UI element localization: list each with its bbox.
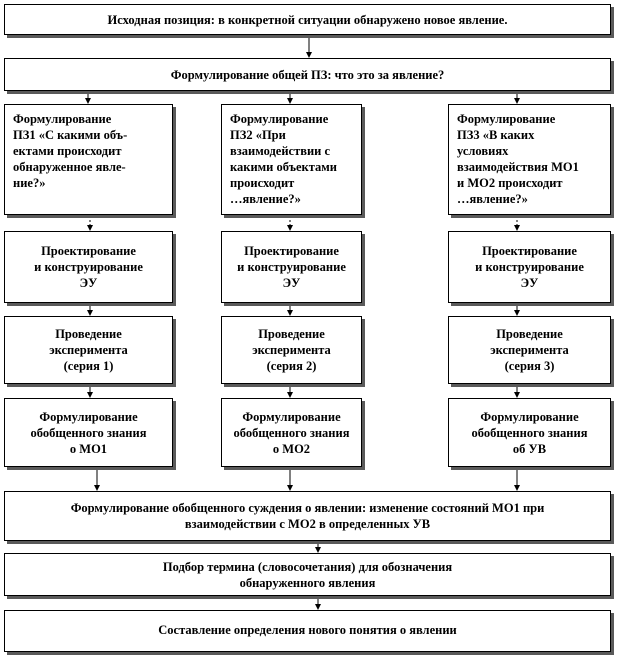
- question-box-2: Формулирование ПЗ2 «При взаимодействии с…: [221, 104, 362, 215]
- knowledge-text-2: Формулирование обобщенного знания о МО2: [233, 409, 350, 456]
- generalized-judgment-box: Формулирование обобщенного суждения о яв…: [4, 491, 611, 541]
- general-question-box: Формулирование общей ПЗ: что это за явле…: [4, 58, 611, 91]
- experiment-text-2: Проведение эксперимента (серия 2): [252, 327, 331, 373]
- knowledge-text-1: Формулирование обобщенного знания о МО1: [30, 409, 147, 456]
- experiment-text-1: Проведение эксперимента (серия 1): [49, 327, 128, 373]
- design-box-1: Проектирование и конструирование ЭУ: [4, 231, 173, 303]
- experiment-box-1: Проведение эксперимента (серия 1): [4, 316, 173, 384]
- general-question-text: Формулирование общей ПЗ: что это за явле…: [170, 67, 445, 82]
- term-selection-text: Подбор термина (словосочетания) для обоз…: [162, 559, 453, 590]
- knowledge-box-1: Формулирование обобщенного знания о МО1: [4, 398, 173, 467]
- start-text: Исходная позиция: в конкретной ситуации …: [107, 12, 508, 27]
- question-text-3: Формулирование ПЗ3 «В каких условиях вза…: [457, 112, 579, 206]
- start-box: Исходная позиция: в конкретной ситуации …: [4, 4, 611, 35]
- question-box-1: Формулирование ПЗ1 «С какими объ- ектами…: [4, 104, 173, 215]
- question-text-2: Формулирование ПЗ2 «При взаимодействии с…: [230, 112, 337, 206]
- question-box-3: Формулирование ПЗ3 «В каких условиях вза…: [448, 104, 611, 215]
- knowledge-box-2: Формулирование обобщенного знания о МО2: [221, 398, 362, 467]
- experiment-box-2: Проведение эксперимента (серия 2): [221, 316, 362, 384]
- design-text-3: Проектирование и конструирование ЭУ: [475, 244, 584, 290]
- knowledge-box-3: Формулирование обобщенного знания об УВ: [448, 398, 611, 467]
- design-box-2: Проектирование и конструирование ЭУ: [221, 231, 362, 303]
- term-selection-box: Подбор термина (словосочетания) для обоз…: [4, 553, 611, 596]
- definition-text: Составление определения нового понятия о…: [158, 623, 457, 637]
- knowledge-text-3: Формулирование обобщенного знания об УВ: [471, 409, 588, 456]
- question-text-1: Формулирование ПЗ1 «С какими объ- ектами…: [13, 112, 128, 190]
- design-text-1: Проектирование и конструирование ЭУ: [34, 244, 143, 290]
- generalized-judgment-text: Формулирование обобщенного суждения о яв…: [70, 501, 545, 531]
- experiment-text-3: Проведение эксперимента (серия 3): [490, 327, 569, 373]
- experiment-box-3: Проведение эксперимента (серия 3): [448, 316, 611, 384]
- design-box-3: Проектирование и конструирование ЭУ: [448, 231, 611, 303]
- definition-box: Составление определения нового понятия о…: [4, 610, 611, 652]
- design-text-2: Проектирование и конструирование ЭУ: [237, 244, 346, 290]
